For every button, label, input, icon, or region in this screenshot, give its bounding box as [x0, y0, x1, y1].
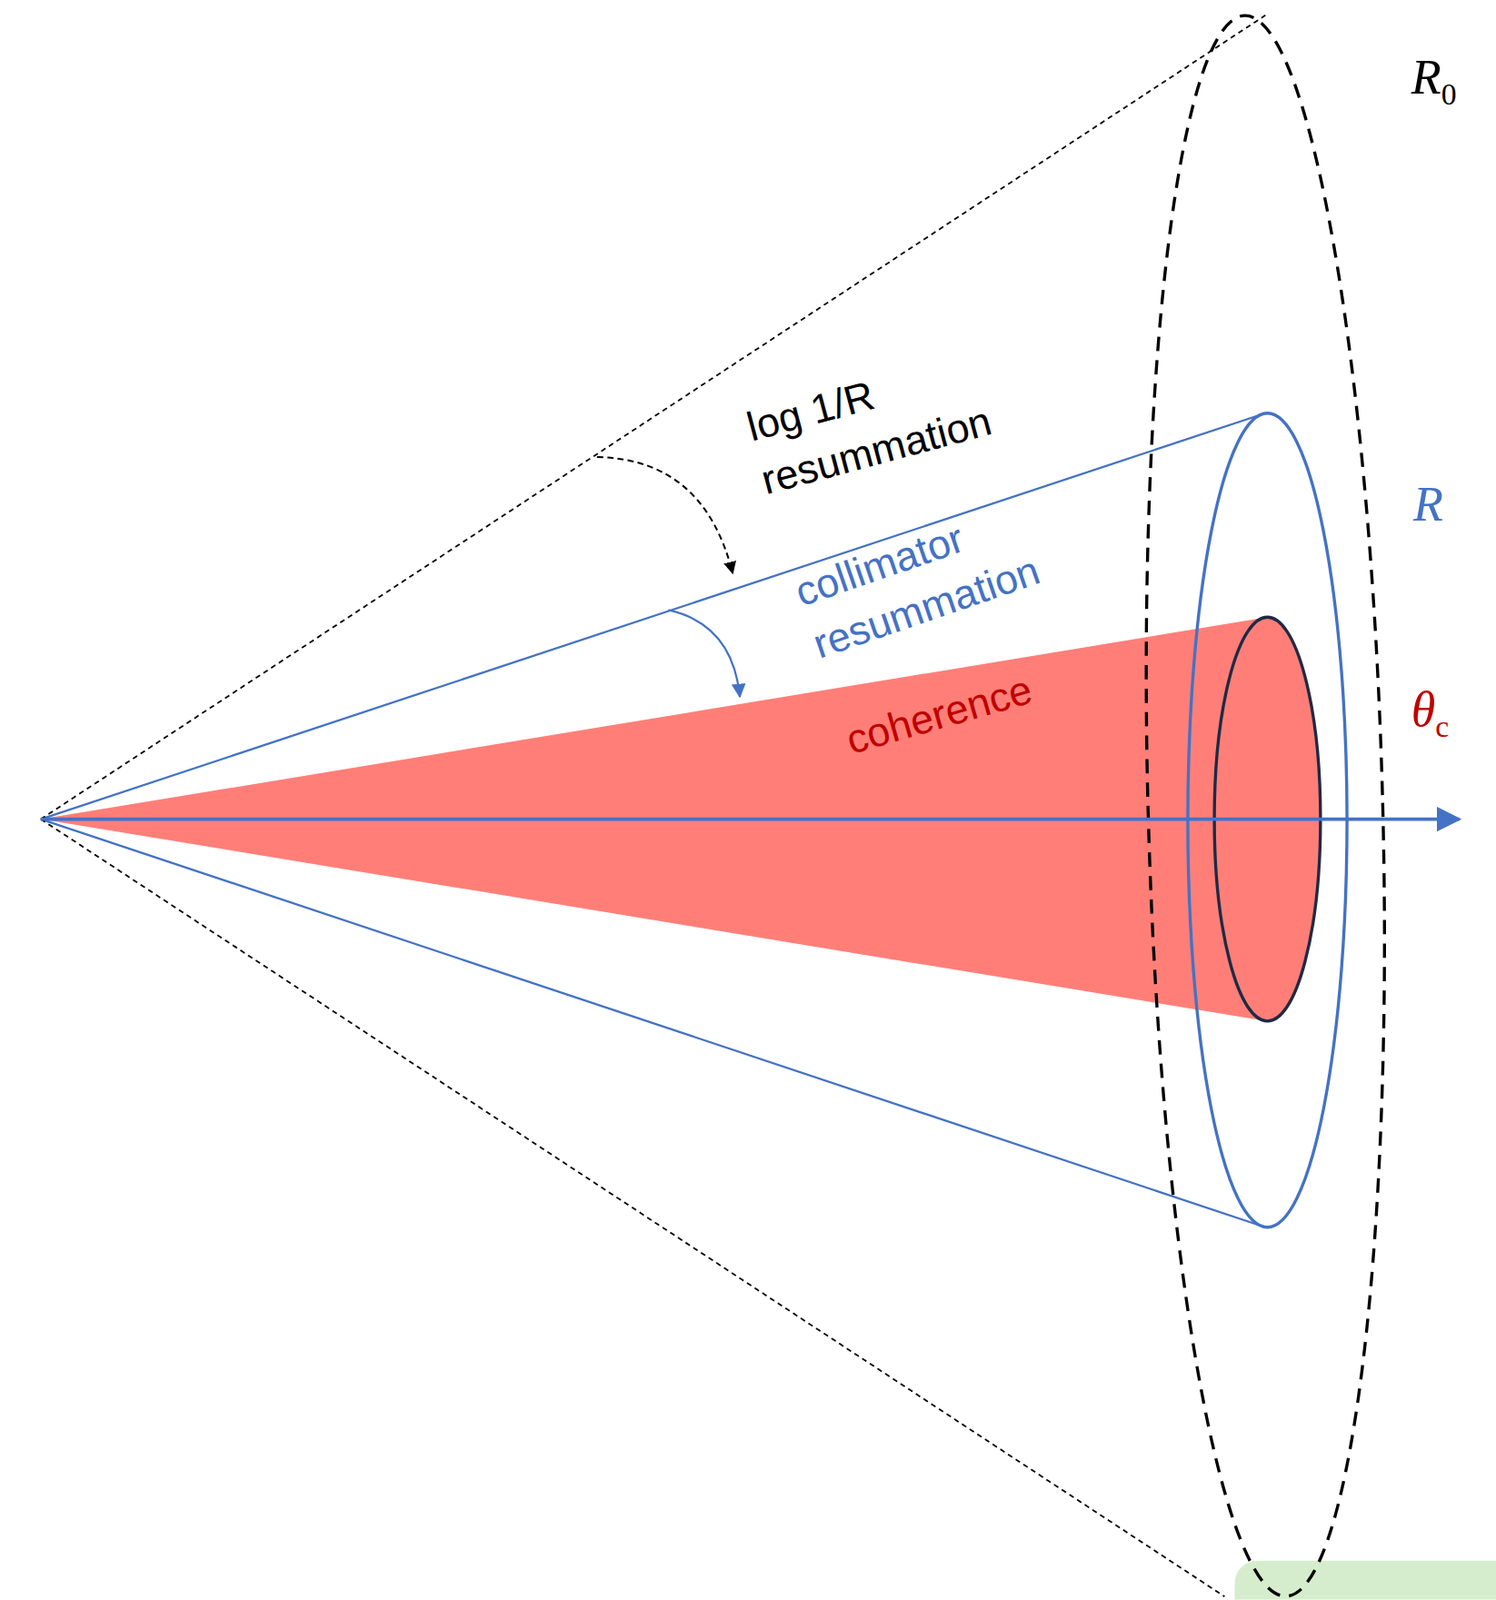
region-label: log 1/R resummation: [740, 329, 1036, 509]
r-cone-edge: [40, 413, 1266, 820]
r0-cone-edge: [40, 15, 1266, 820]
region-label: collimator resummation: [787, 479, 1078, 671]
region-label: coherence: [839, 640, 1110, 768]
angle-symbol: θc: [1411, 686, 1449, 736]
resummation-arrow: [597, 457, 733, 574]
r0-cone-edge: [40, 819, 1225, 1598]
radius-symbol: R0: [1411, 52, 1457, 102]
radius-symbol: R: [1413, 479, 1444, 529]
collimator-arrow: [668, 609, 740, 697]
r-cone-edge: [40, 819, 1266, 1228]
r0-cone-rim: [1126, 12, 1404, 1600]
jet-axis: [40, 817, 1460, 822]
